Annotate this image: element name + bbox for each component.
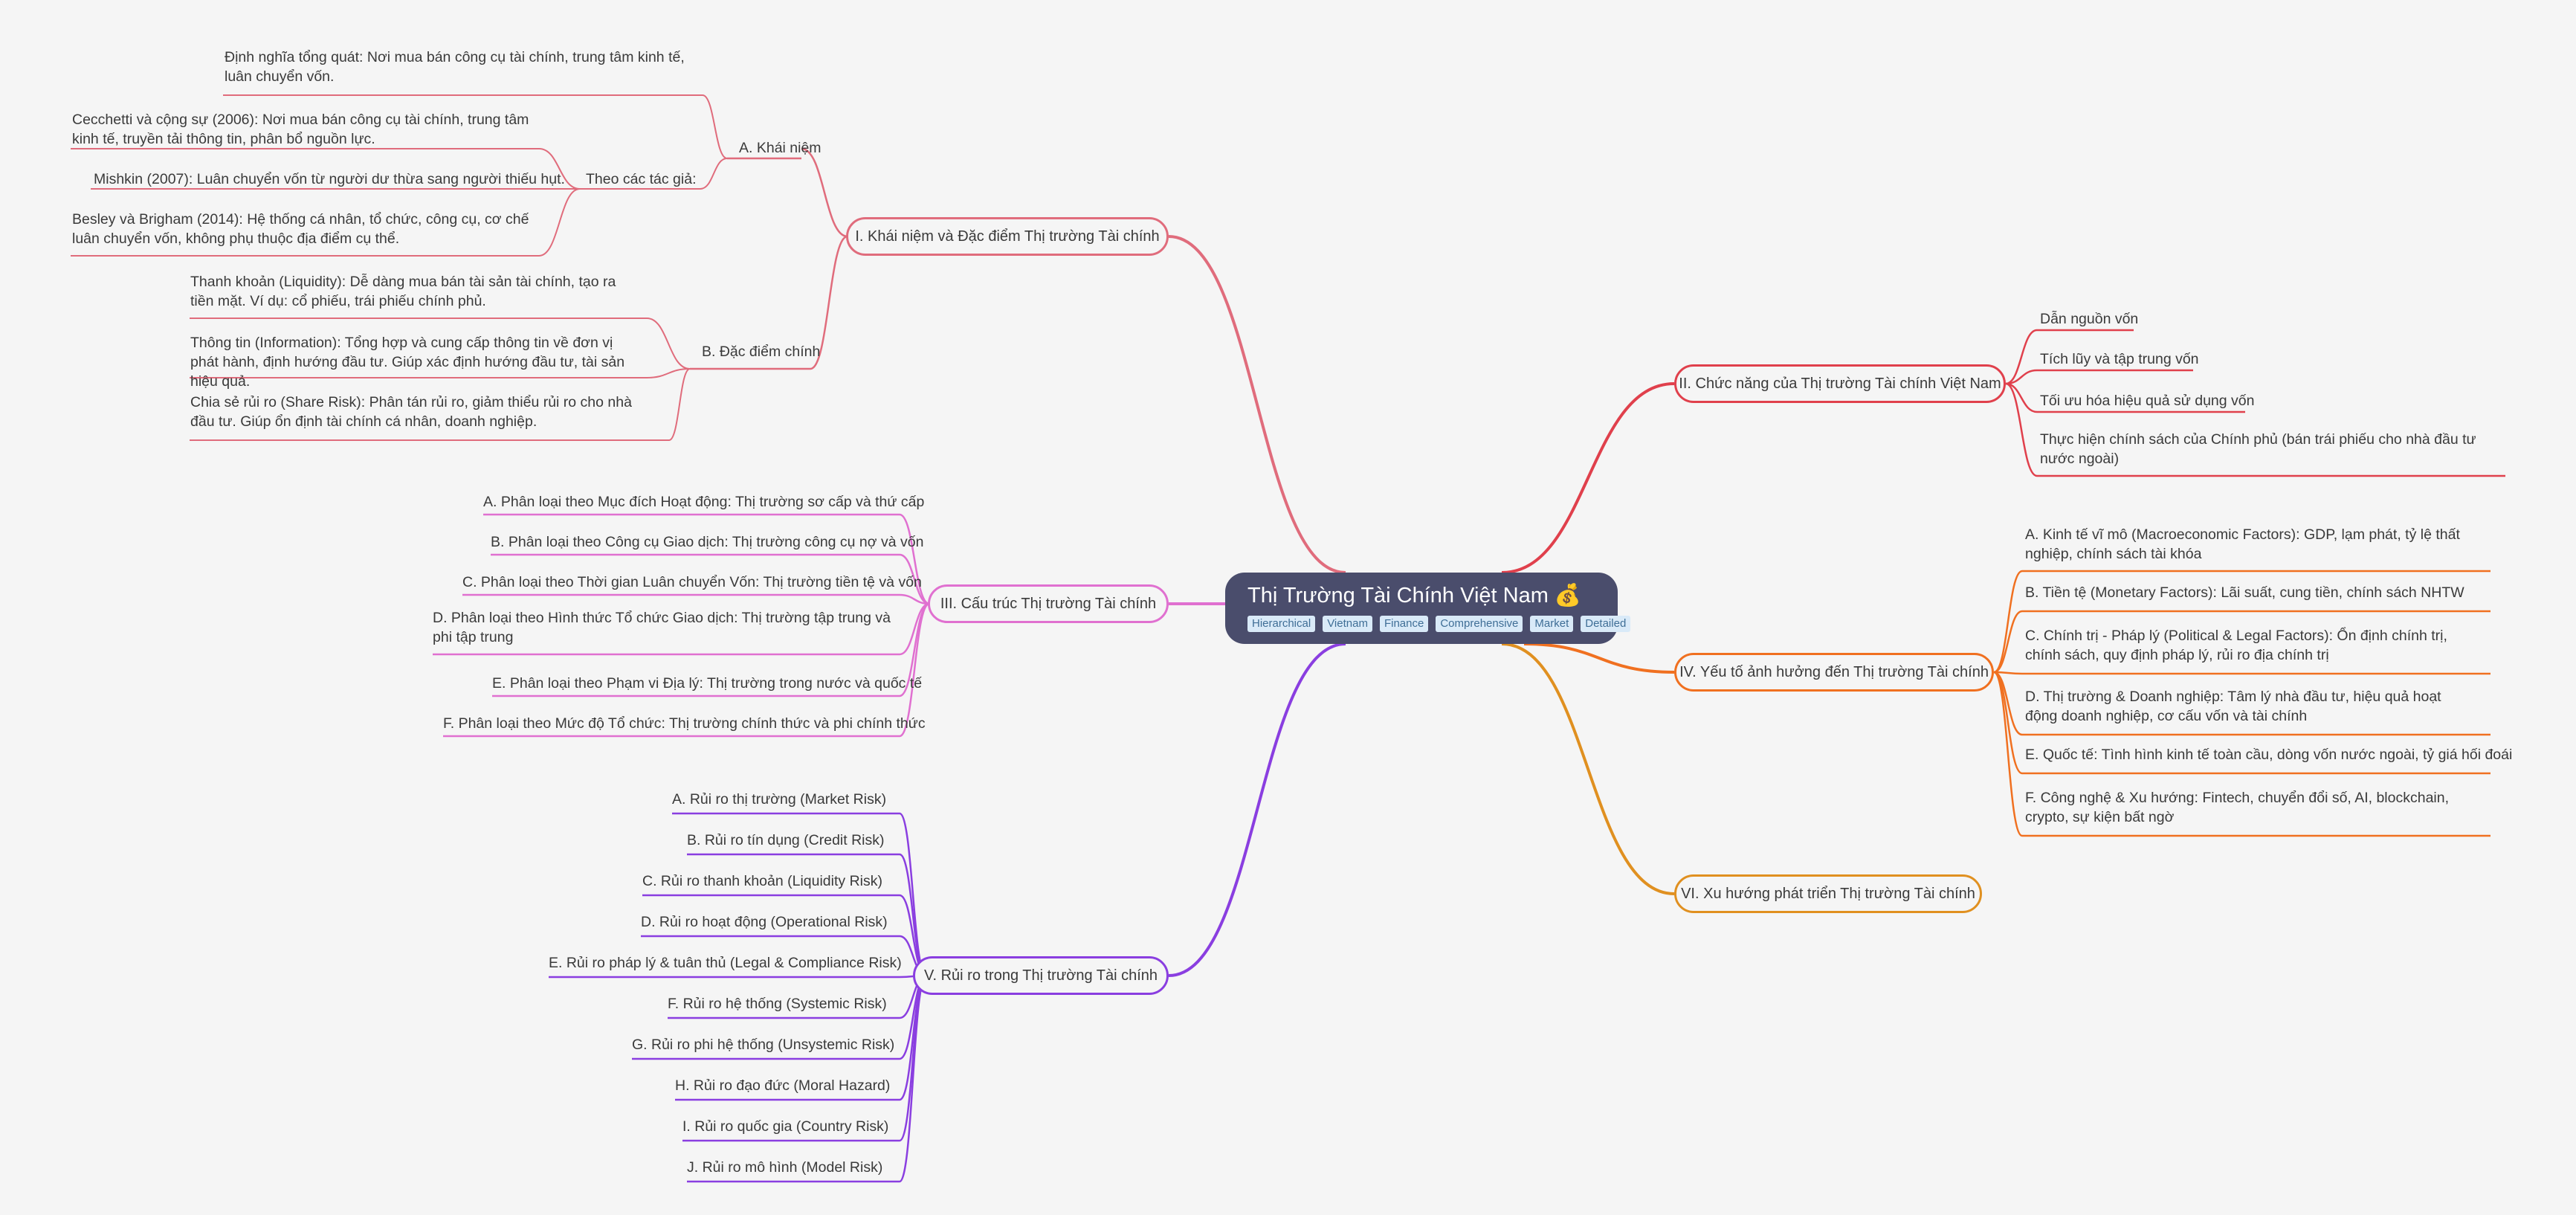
tag[interactable]: Vietnam — [1323, 616, 1372, 632]
link-b5-b5i — [899, 974, 927, 1142]
link-b1b-1 — [646, 318, 691, 370]
node-b4a[interactable]: A. Kinh tế vĩ mô (Macroeconomic Factors)… — [2025, 526, 2460, 562]
branch-b2[interactable]: II. Chức năng của Thị trường Tài chính V… — [1674, 364, 2006, 403]
link-b2-b2a — [2005, 329, 2038, 385]
branch-b3[interactable]: III. Cấu trúc Thị trường Tài chính — [928, 584, 1169, 623]
tag[interactable]: Finance — [1379, 616, 1429, 632]
node-b3a[interactable]: A. Phân loại theo Mục đích Hoạt động: Th… — [483, 494, 925, 510]
node-b3e[interactable]: E. Phân loại theo Phạm vi Địa lý: Thị tr… — [492, 675, 923, 692]
node-b3c[interactable]: C. Phân loại theo Thời gian Luân chuyển … — [462, 574, 922, 590]
node-b1a2b[interactable]: Mishkin (2007): Luân chuyển vốn từ người… — [94, 171, 565, 187]
branch-b6[interactable]: VI. Xu hướng phát triển Thị trường Tài c… — [1674, 874, 1982, 913]
node-b2d[interactable]: Thực hiện chính sách của Chính phủ (bán … — [2040, 431, 2476, 467]
node-b3f[interactable]: F. Phân loại theo Mức độ Tổ chức: Thị tr… — [443, 715, 926, 732]
tag[interactable]: Market — [1530, 616, 1574, 632]
link-b3-b3f — [899, 602, 930, 738]
node-b5h[interactable]: H. Rủi ro đạo đức (Moral Hazard) — [675, 1077, 891, 1094]
link-b3-b3c — [899, 593, 930, 605]
link-b2-b2d — [2005, 382, 2038, 477]
link-b1-b1a — [801, 147, 848, 238]
node-b3b[interactable]: B. Phân loại theo Công cụ Giao dịch: Thị… — [491, 534, 924, 550]
node-b5a[interactable]: A. Rủi ro thị trường (Market Risk) — [672, 791, 887, 808]
link-b3-b3a — [899, 513, 930, 605]
link-b3-b3b — [899, 553, 930, 605]
tag[interactable]: Detailed — [1581, 616, 1631, 632]
link-b4-b4a — [1993, 570, 2023, 674]
link-b5-b5j — [898, 974, 928, 1183]
link-b4-b4f — [1993, 671, 2023, 837]
root-node[interactable]: Thị Trường Tài Chính Việt Nam 💰 Hierarch… — [1225, 573, 1631, 644]
link-root-b1 — [1168, 235, 1346, 574]
node-b1a[interactable]: A. Khái niệm — [739, 140, 821, 156]
node-b1a2a[interactable]: Cecchetti và cộng sự (2006): Nơi mua bán… — [72, 112, 529, 147]
node-b5j[interactable]: J. Rủi ro mô hình (Model Risk) — [687, 1159, 883, 1176]
node-b2b[interactable]: Tích lũy và tập trung vốn — [2040, 351, 2199, 367]
node-b1b[interactable]: B. Đặc điểm chính — [702, 344, 821, 360]
node-b1b2[interactable]: Thông tin (Information): Tổng hợp và cun… — [190, 335, 625, 390]
node-b1a1[interactable]: Định nghĩa tổng quát: Nơi mua bán công c… — [225, 49, 685, 85]
node-b1a2c[interactable]: Besley và Brigham (2014): Hệ thống cá nh… — [72, 211, 529, 247]
link-root-b5 — [1168, 642, 1346, 977]
branch-b5[interactable]: V. Rủi ro trong Thị trường Tài chính — [913, 956, 1169, 995]
node-b4b[interactable]: B. Tiền tệ (Monetary Factors): Lãi suất,… — [2025, 584, 2464, 601]
node-b2a[interactable]: Dẫn nguồn vốn — [2040, 311, 2139, 327]
node-b5g[interactable]: G. Rủi ro phi hệ thống (Unsystemic Risk) — [632, 1037, 895, 1053]
tag[interactable]: Hierarchical — [1247, 616, 1316, 632]
node-b4d[interactable]: D. Thị trường & Doanh nghiệp: Tâm lý nhà… — [2025, 689, 2441, 724]
link-b1b-2 — [646, 368, 691, 378]
branch-b4[interactable]: IV. Yếu tố ảnh hưởng đến Thị trường Tài … — [1674, 653, 1994, 692]
link-b1a2-a — [538, 148, 581, 190]
node-b1b3[interactable]: Chia sẻ rủi ro (Share Risk): Phân tán rủ… — [190, 394, 632, 430]
link-root-b4 — [1523, 642, 1675, 674]
node-b5f[interactable]: F. Rủi ro hệ thống (Systemic Risk) — [668, 996, 887, 1012]
node-b1a2[interactable]: Theo các tác giả: — [586, 171, 697, 187]
root-title: Thị Trường Tài Chính Việt Nam 💰 — [1247, 584, 1582, 608]
node-b5b[interactable]: B. Rủi ro tín dụng (Credit Risk) — [687, 832, 885, 848]
link-b2-b2c — [2005, 382, 2038, 413]
node-b3d[interactable]: D. Phân loại theo Hình thức Tổ chức Giao… — [433, 610, 891, 645]
node-b5c[interactable]: C. Rủi ro thanh khoản (Liquidity Risk) — [642, 873, 882, 889]
link-b1-b1b — [810, 235, 848, 370]
tag[interactable]: Comprehensive — [1436, 616, 1523, 632]
node-b4c[interactable]: C. Chính trị - Pháp lý (Political & Lega… — [2025, 628, 2447, 663]
node-b5i[interactable]: I. Rủi ro quốc gia (Country Risk) — [682, 1118, 889, 1135]
link-b4-b4b — [1993, 610, 2023, 674]
link-b1a-b1a2 — [700, 158, 728, 190]
link-b1a-b1a1 — [702, 94, 728, 159]
node-b1b1[interactable]: Thanh khoản (Liquidity): Dễ dàng mua bán… — [190, 274, 616, 309]
link-root-b6 — [1501, 642, 1675, 895]
link-b1a2-c — [538, 188, 581, 257]
link-b1b-3 — [668, 368, 691, 441]
node-b4e[interactable]: E. Quốc tế: Tình hình kinh tế toàn cầu, … — [2025, 747, 2513, 763]
node-b2c[interactable]: Tối ưu hóa hiệu quả sử dụng vốn — [2040, 393, 2255, 409]
node-b5d[interactable]: D. Rủi ro hoạt động (Operational Risk) — [641, 914, 888, 930]
node-b4f[interactable]: F. Công nghệ & Xu hướng: Fintech, chuyển… — [2025, 790, 2450, 825]
node-b5e[interactable]: E. Rủi ro pháp lý & tuân thủ (Legal & Co… — [549, 955, 902, 971]
tag-list: Hierarchical Vietnam Finance Comprehensi… — [1247, 616, 1631, 632]
branch-b1[interactable]: I. Khái niệm và Đặc điểm Thị trường Tài … — [846, 217, 1169, 256]
link-root-b2 — [1501, 382, 1675, 574]
link-b5-b5a — [898, 812, 928, 977]
